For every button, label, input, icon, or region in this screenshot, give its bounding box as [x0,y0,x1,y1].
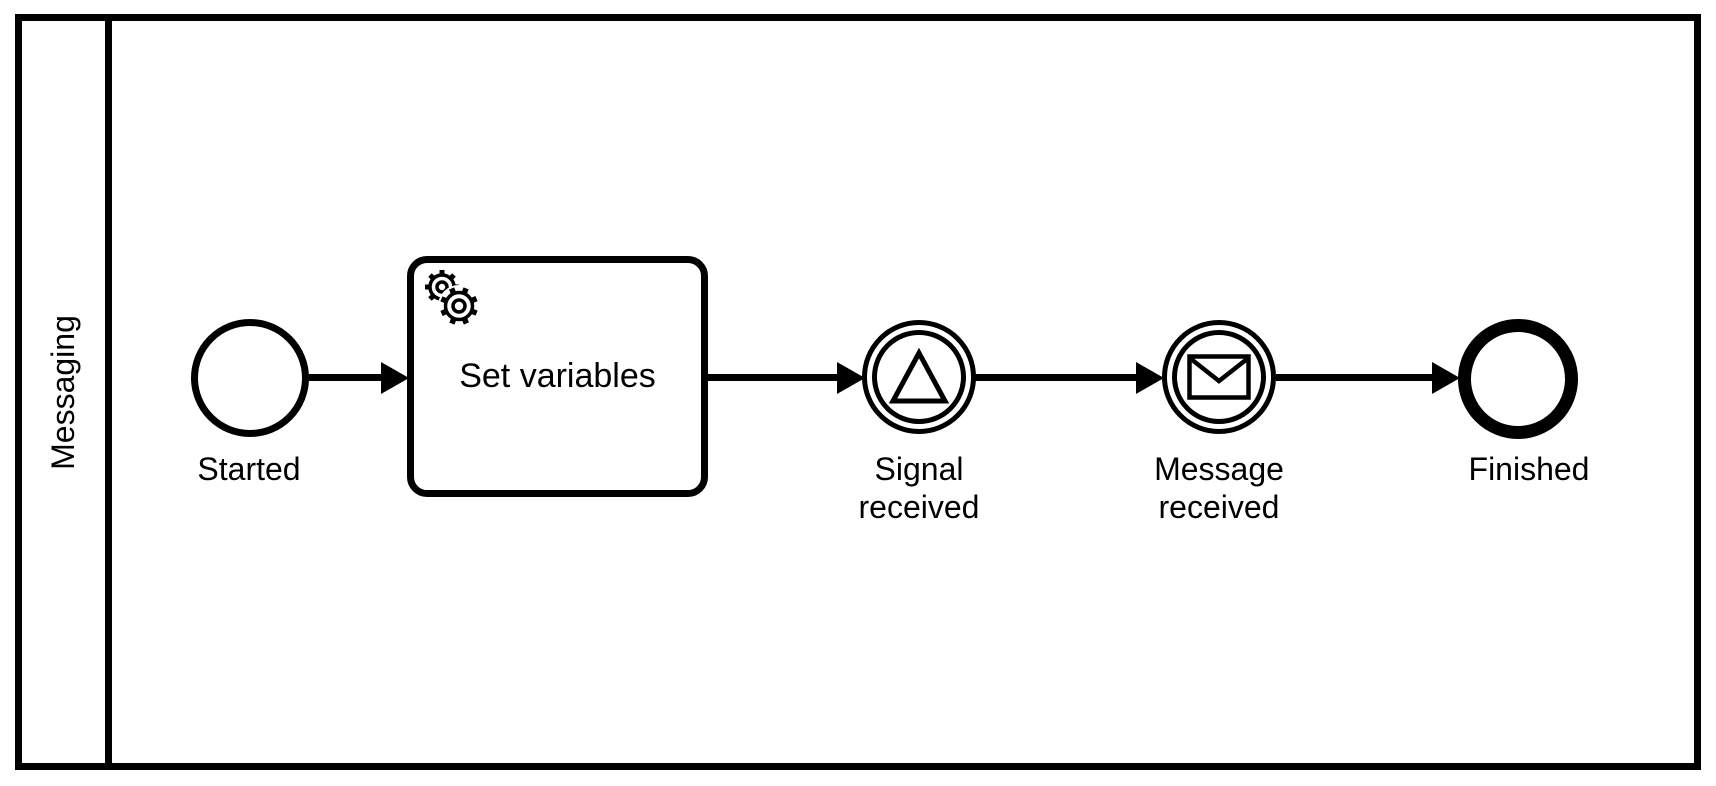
signal-event-inner-circle [872,330,966,424]
envelope-icon [1187,354,1251,400]
gears-icon [425,270,480,327]
lane-header[interactable]: Messaging [22,21,112,763]
sequence-flow-1[interactable] [306,361,409,394]
start-event[interactable] [191,319,309,437]
service-task-set-variables[interactable]: Set variables [407,256,708,497]
end-event[interactable] [1458,319,1578,439]
sequence-flow-4[interactable] [1276,361,1460,394]
message-catch-event[interactable] [1162,320,1276,434]
end-event-label: Finished [1468,451,1590,487]
lane-label: Messaging [45,314,81,470]
triangle-icon [888,348,950,404]
message-event-label: Message received [1154,451,1284,525]
message-event-inner-circle [1172,330,1266,424]
task-label: Set variables [459,357,656,395]
signal-catch-event[interactable] [862,320,976,434]
start-event-label: Started [197,451,301,487]
sequence-flow-3[interactable] [975,361,1164,394]
signal-event-label: Signal received [858,451,980,525]
sequence-flow-2[interactable] [707,361,865,394]
